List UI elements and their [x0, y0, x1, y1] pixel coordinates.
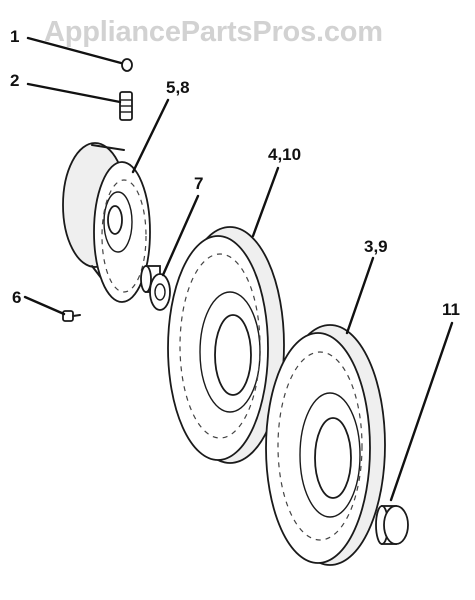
part-7-bushing — [140, 265, 171, 311]
part-6-bolt — [62, 310, 81, 322]
callout-3-9: 3,9 — [364, 237, 388, 256]
callout-7: 7 — [194, 174, 204, 193]
part-11-cap — [375, 505, 409, 545]
callout-6: 6 — [12, 288, 22, 307]
leader-2 — [26, 82, 122, 104]
leader-1 — [26, 36, 123, 65]
leader-4-10 — [251, 166, 280, 238]
leader-7 — [161, 194, 200, 277]
leader-3-9 — [345, 256, 375, 335]
part-1-bolt — [121, 58, 133, 72]
part-2-fitting — [119, 91, 133, 121]
part-5-8-hub — [62, 142, 151, 303]
callout-4-10: 4,10 — [268, 145, 302, 164]
leader-5-8 — [131, 98, 170, 174]
callout-5-8: 5,8 — [166, 78, 190, 97]
watermark-text: AppliancePartsPros.com — [44, 16, 383, 48]
callout-11: 11 — [442, 300, 460, 319]
leader-6 — [23, 295, 66, 316]
part-4-10-tire — [167, 226, 285, 464]
part-3-9-tire — [265, 324, 386, 566]
leader-11 — [389, 321, 454, 502]
callout-1: 1 — [10, 27, 20, 46]
callout-2: 2 — [10, 71, 20, 90]
